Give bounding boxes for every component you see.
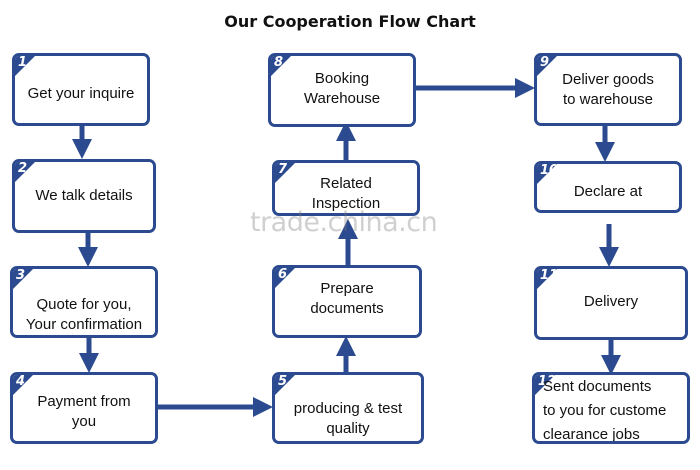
step-number: 10 [540, 163, 559, 178]
step-11: 11 Delivery [534, 266, 688, 340]
step-number-badge [537, 269, 559, 291]
step-7: 7 Related Inspection [272, 160, 420, 216]
step-text: Get your inquire [27, 85, 135, 102]
step-9: 9 Deliver goods to warehouse [534, 53, 682, 126]
step-number: 6 [278, 267, 288, 282]
step-3: 3 Quote for you, Your confirmation [10, 266, 158, 338]
step-10: 10 Declare at [534, 161, 682, 213]
step-number-badge [537, 56, 559, 78]
step-text: Sent documents to you for custome cleara… [543, 378, 667, 443]
step-text: Related Inspection [311, 175, 381, 212]
step-4: 4 Payment from you [10, 372, 158, 444]
step-text: Quote for you, Your confirmation [25, 296, 143, 333]
step-text: Prepare documents [310, 280, 384, 317]
step-number: 11 [540, 268, 559, 283]
step-number-badge [275, 375, 297, 397]
step-2: 2 We talk details [12, 159, 156, 233]
step-number-badge [13, 269, 35, 291]
step-text: Booking Warehouse [303, 70, 381, 107]
step-text: Deliver goods to warehouse [562, 71, 654, 108]
step-number: 5 [278, 374, 288, 389]
step-5: 5 producing & test quality [272, 372, 424, 444]
step-number: 2 [18, 161, 28, 176]
step-12: 12 Sent documents to you for custome cle… [532, 372, 690, 444]
step-number: 4 [16, 374, 26, 389]
step-1: 1 Get your inquire [12, 53, 150, 126]
step-text: Declare at [573, 183, 643, 200]
step-number: 3 [16, 268, 26, 283]
step-number-badge [271, 56, 293, 78]
step-number-badge [13, 375, 35, 397]
step-text: producing & test quality [293, 400, 403, 437]
step-number: 7 [278, 162, 288, 177]
step-6: 6 Prepare documents [272, 265, 422, 338]
step-number-badge [15, 162, 37, 184]
step-text: Payment from you [37, 393, 131, 430]
step-number: 1 [18, 55, 28, 70]
step-text: We talk details [35, 187, 133, 204]
step-number: 9 [540, 55, 550, 70]
step-8: 8 Booking Warehouse [268, 53, 416, 127]
step-number: 8 [274, 55, 284, 70]
step-number-badge [275, 268, 297, 290]
step-text: Delivery [583, 293, 639, 310]
step-number-badge [275, 163, 297, 185]
step-number-badge [15, 56, 37, 78]
watermark: trade.china.cn [250, 207, 438, 238]
step-number-badge [537, 164, 559, 186]
step-number: 12 [538, 374, 557, 389]
step-number-badge [535, 375, 557, 397]
chart-title: Our Cooperation Flow Chart [224, 12, 476, 31]
